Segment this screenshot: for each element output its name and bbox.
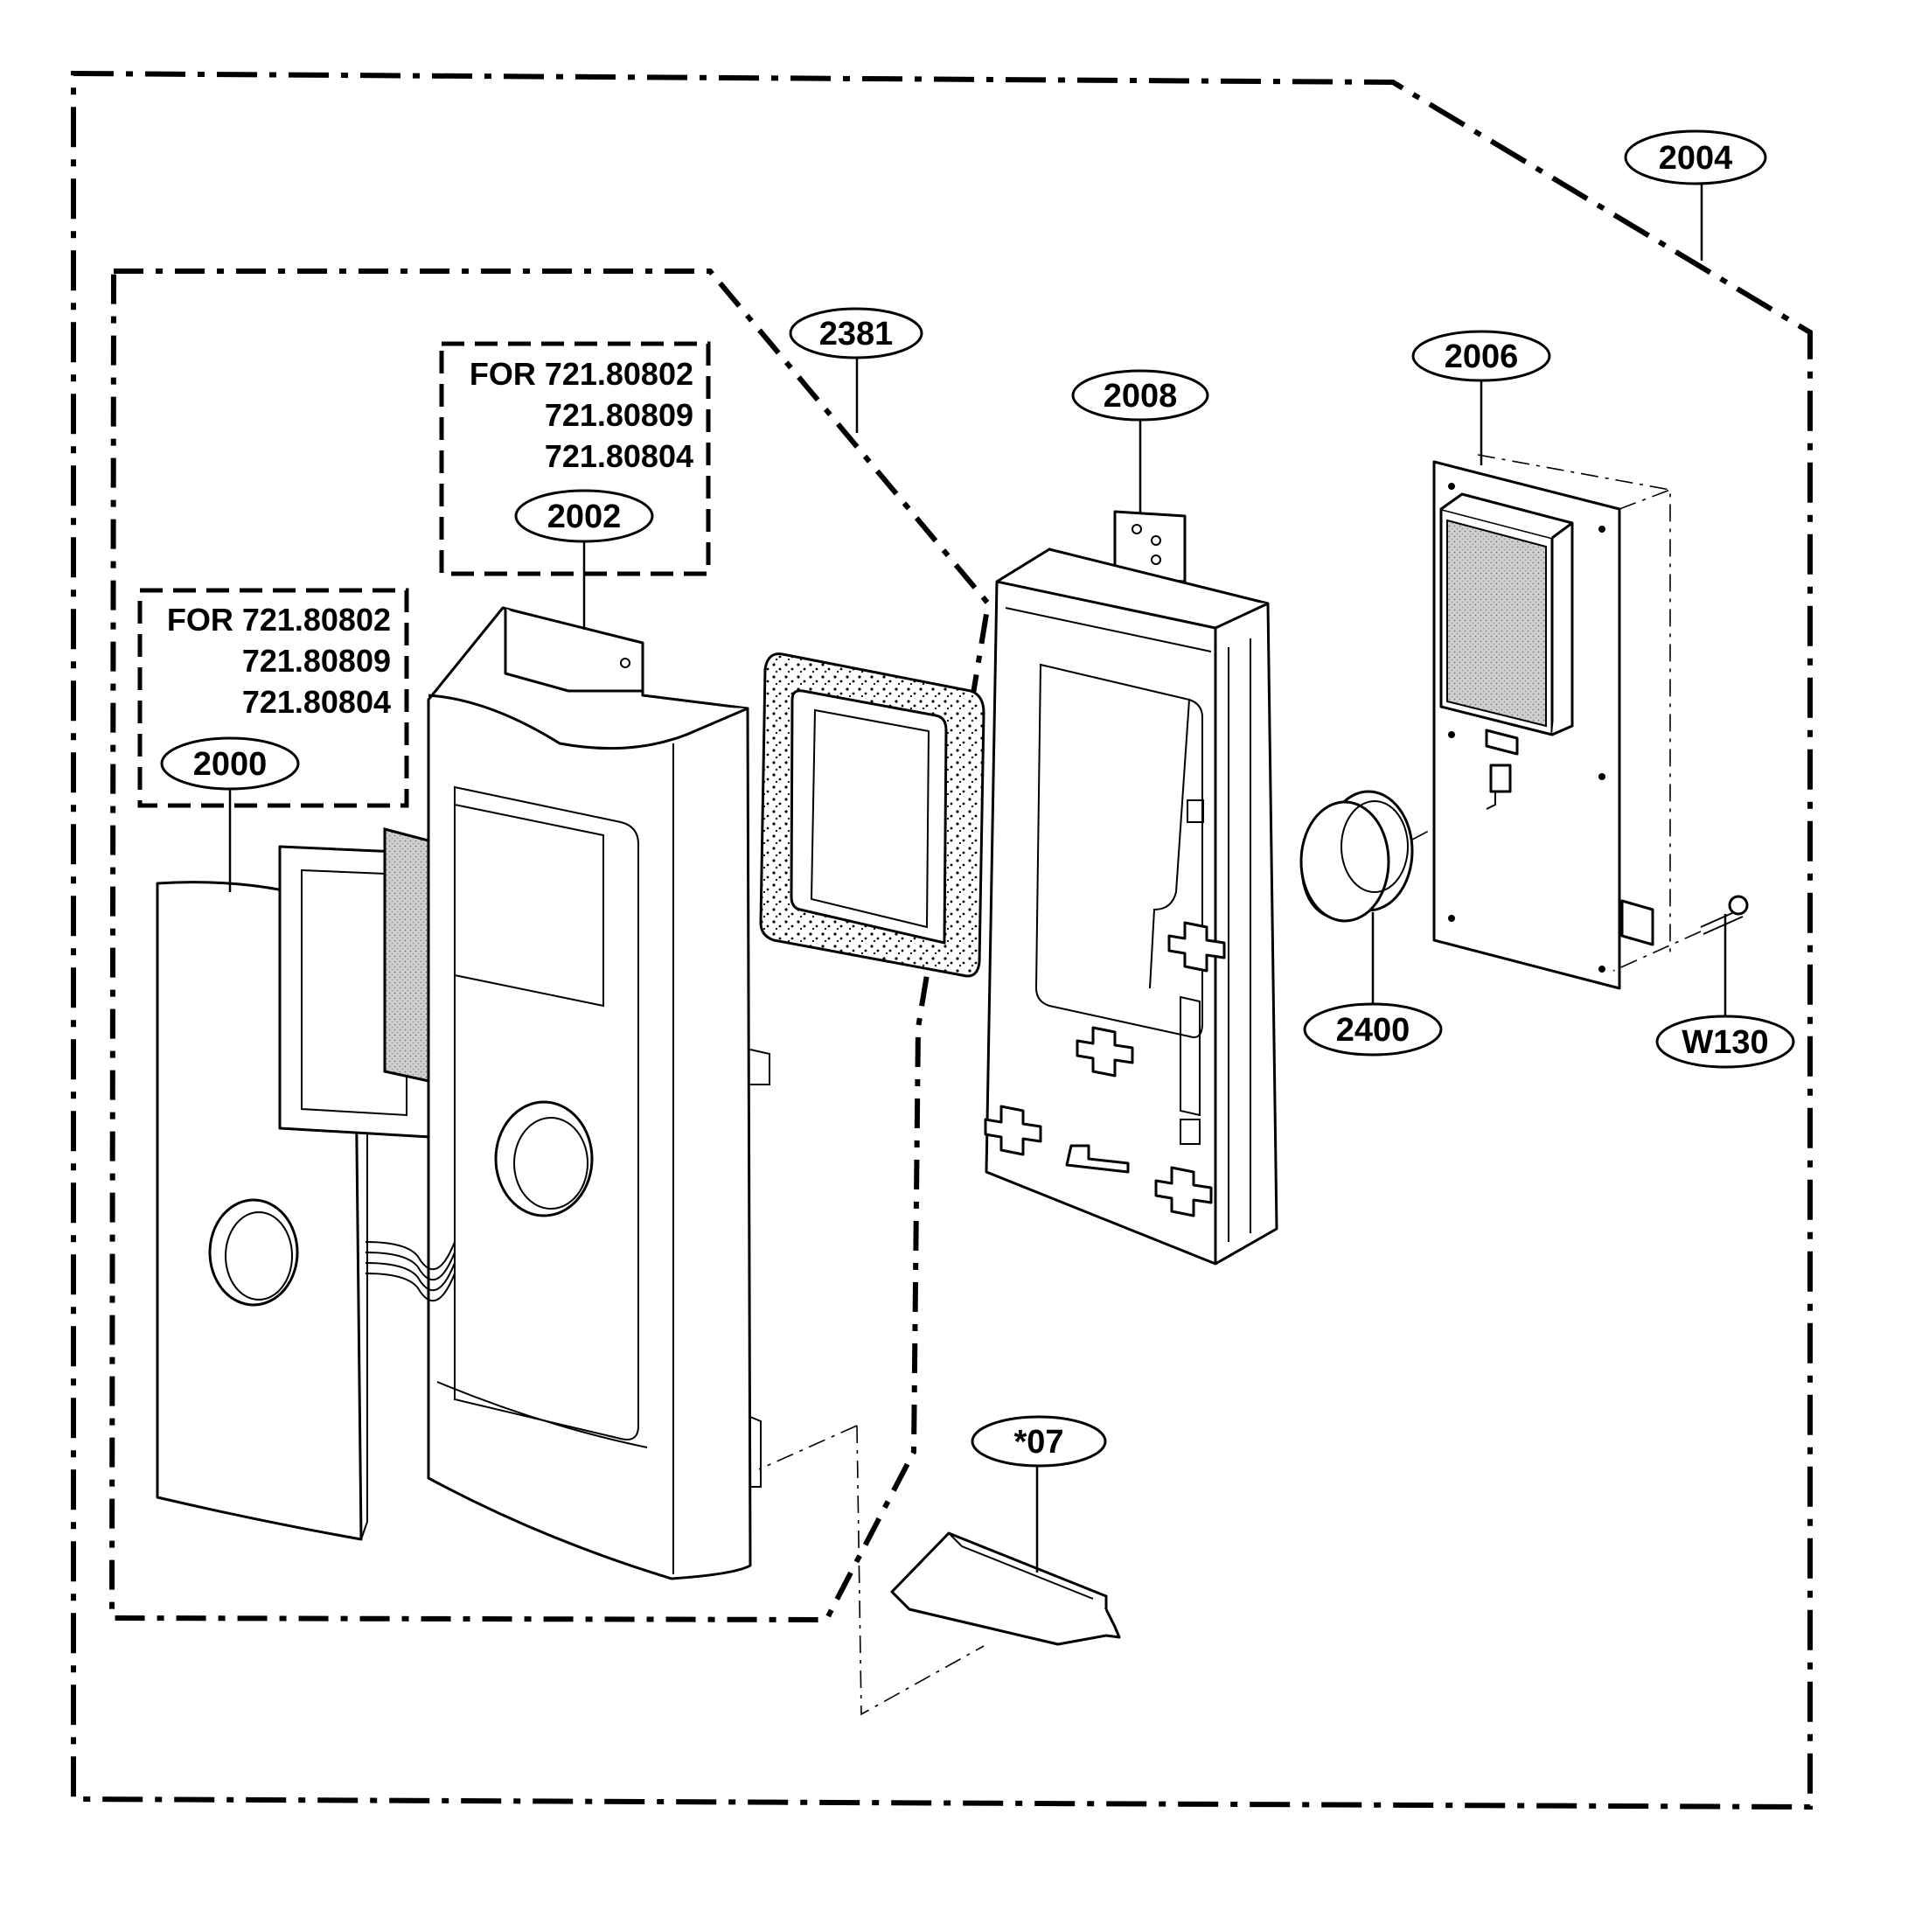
- svg-text:2006: 2006: [1445, 338, 1519, 375]
- part-2006-pcb: [1432, 454, 1671, 990]
- callout-2002[interactable]: 2002: [514, 489, 654, 543]
- svg-text:W130: W130: [1682, 1024, 1768, 1061]
- svg-text:*07: *07: [1013, 1424, 1063, 1461]
- part-2400-knob: [1299, 790, 1414, 923]
- svg-text:721.80809: 721.80809: [545, 397, 693, 433]
- part-2002-control-housing: [427, 606, 770, 1580]
- part-2381-gasket: [759, 652, 985, 978]
- note-upper: FOR 721.80802 721.80809 721.80804: [470, 356, 693, 474]
- subassembly-boundary-2381: [108, 269, 992, 1623]
- part-ribbon-cable: [365, 1241, 456, 1302]
- callout-07[interactable]: *07: [971, 1415, 1107, 1468]
- assembly-boundary-2004: [71, 70, 1813, 1810]
- part-w130-screw: [1700, 895, 1749, 935]
- screw-axis-line: [1612, 931, 1702, 972]
- svg-text:FOR 721.80802: FOR 721.80802: [470, 356, 693, 392]
- callout-2400[interactable]: 2400: [1303, 1002, 1443, 1057]
- callout-w130[interactable]: W130: [1655, 1015, 1795, 1069]
- clip-projection-line: [758, 1425, 985, 1716]
- svg-text:721.80804: 721.80804: [545, 438, 693, 474]
- svg-text:2008: 2008: [1104, 378, 1178, 415]
- svg-text:721.80809: 721.80809: [242, 643, 391, 679]
- callout-2008[interactable]: 2008: [1071, 369, 1209, 422]
- svg-text:721.80804: 721.80804: [242, 684, 391, 720]
- part-07-clip: [890, 1531, 1121, 1646]
- note-box-lower: [137, 588, 409, 808]
- svg-text:2381: 2381: [819, 316, 894, 352]
- svg-text:2000: 2000: [193, 746, 268, 783]
- note-lower: FOR 721.80802 721.80809 721.80804: [167, 602, 391, 720]
- note-box-upper: [439, 341, 711, 576]
- callout-2004[interactable]: 2004: [1624, 129, 1767, 185]
- callout-2381[interactable]: 2381: [789, 307, 923, 359]
- svg-text:2002: 2002: [547, 499, 622, 535]
- callout-2006[interactable]: 2006: [1411, 330, 1551, 382]
- svg-text:FOR 721.80802: FOR 721.80802: [167, 602, 391, 638]
- svg-text:2400: 2400: [1336, 1012, 1410, 1049]
- svg-text:2004: 2004: [1659, 140, 1733, 177]
- callout-2000[interactable]: 2000: [160, 736, 300, 791]
- part-2008-pcb-holder: [984, 510, 1278, 1266]
